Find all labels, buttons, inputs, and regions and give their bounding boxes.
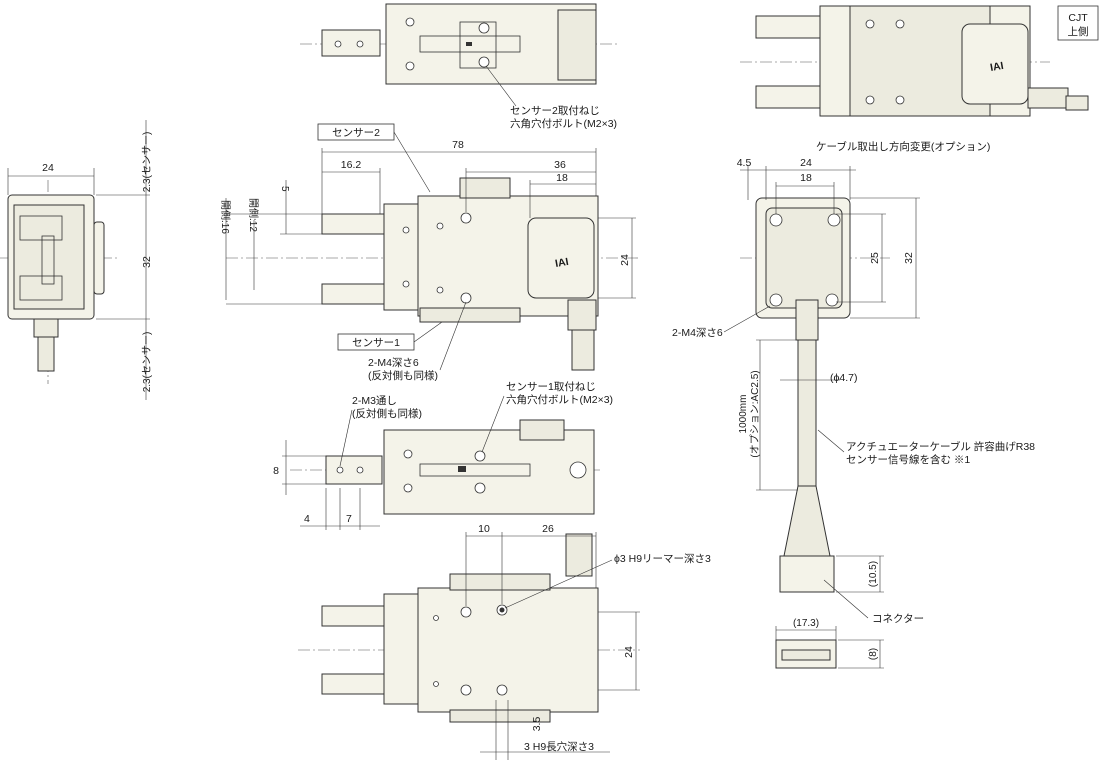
cable-length-line2: (オプション:AC2.5) (749, 370, 761, 457)
m4-holes-line2: (反対側も同様) (368, 369, 438, 382)
reamer-label: ϕ3 H9リーマー深さ3 (614, 553, 711, 565)
dim-conn-8: (8) (868, 648, 879, 660)
dim-r-4-5: 4.5 (737, 157, 752, 169)
sensor1-screw-line2: 六角穴付ボルト(M2×3) (506, 393, 613, 406)
dim-left-width: 24 (42, 162, 54, 174)
dim-sensor-top: 2.3(センサー) (141, 132, 153, 193)
sensor1-view (290, 419, 600, 515)
dim-18: 18 (556, 172, 568, 184)
dim-open-16: 開側:16 (219, 200, 232, 234)
dim-10: 10 (478, 523, 490, 535)
slot-label: 3 H9長穴深さ3 (524, 740, 594, 753)
dim-3-5: 3.5 (531, 717, 543, 732)
main-view: IAI (226, 177, 640, 371)
left-end-view: 24 32 2.3(センサー) 2.3(センサー) (0, 120, 153, 400)
cable-option-title: ケーブル取出し方向変更(オプション) (816, 140, 990, 153)
m3-holes-line1: 2-M3通し (352, 395, 397, 407)
dim-open-12: 開側:12 (247, 198, 260, 232)
sensor1-label: センサー1 (352, 337, 400, 349)
dim-conn-17-3: (17.3) (793, 618, 819, 629)
dim-24-main: 24 (619, 254, 631, 266)
sensor2-screw-line2: 六角穴付ボルト(M2×3) (510, 117, 617, 130)
m4-holes-line1: 2-M4深さ6 (368, 357, 419, 369)
dim-left-height: 32 (141, 256, 153, 268)
dim-conn-10-5: (10.5) (868, 561, 879, 587)
cable-dia: (ϕ4.7) (830, 372, 857, 384)
top-right-view: IAI (740, 5, 1089, 117)
sensor2-screw-callout: センサー2取付ねじ 六角穴付ボルト(M2×3) (485, 65, 617, 130)
main-view-dims: 78 16.2 36 18 24 開側:16 開側:12 5 (219, 139, 636, 305)
sensor1-screw-line1: センサー1取付ねじ (506, 380, 596, 393)
bottom-view (298, 533, 640, 723)
sensor-labels: センサー2 センサー1 2-M4深さ6 (反対側も同様) (317, 123, 467, 382)
top-view (300, 3, 620, 85)
dim-16-2: 16.2 (341, 159, 362, 171)
m4-holes-side: 2-M4深さ6 (672, 327, 723, 339)
dim-8: 8 (273, 465, 279, 477)
dim-24-bottom: 24 (623, 646, 635, 658)
right-side-dims: 4.5 24 18 25 32 2-M4深さ6 1000mm (オプション:AC… (672, 157, 1035, 669)
dim-26: 26 (542, 523, 554, 535)
cjt-tag-line1: CJT (1068, 12, 1088, 24)
dim-4: 4 (304, 513, 310, 525)
dim-36: 36 (554, 159, 566, 171)
cjt-tag-line2: 上側 (1068, 25, 1089, 38)
connector-label: コネクター (872, 613, 924, 625)
dim-r-32: 32 (903, 252, 915, 264)
m3-holes-line2: (反対側も同様) (352, 407, 422, 420)
dim-5: 5 (279, 186, 290, 192)
bottom-view-dims: 10 26 24 ϕ3 H9リーマー深さ3 3.5 3 H9長穴深さ3 (465, 523, 711, 760)
dim-78: 78 (452, 139, 464, 151)
right-side-view (740, 197, 890, 669)
sensor2-label: センサー2 (332, 127, 380, 139)
cable-desc-line1: アクチュエーターケーブル 許容曲げR38 (846, 440, 1035, 453)
dim-r-18: 18 (800, 172, 812, 184)
iai-logo-main: IAI (554, 256, 569, 270)
cable-desc-line2: センサー信号線を含む ※1 (846, 453, 970, 466)
dim-r-25: 25 (869, 252, 881, 264)
cable-length-line1: 1000mm (738, 395, 749, 434)
dim-sensor-bottom: 2.3(センサー) (141, 332, 153, 393)
dim-r-24: 24 (800, 157, 812, 169)
dim-7: 7 (346, 513, 352, 525)
sensor1-view-dims: 2-M3通し (反対側も同様) センサー1取付ねじ 六角穴付ボルト(M2×3) … (273, 380, 613, 530)
iai-logo-top: IAI (989, 60, 1004, 74)
sensor2-screw-line1: センサー2取付ねじ (510, 104, 600, 117)
cjt-tag: CJT 上側 (1057, 5, 1099, 41)
